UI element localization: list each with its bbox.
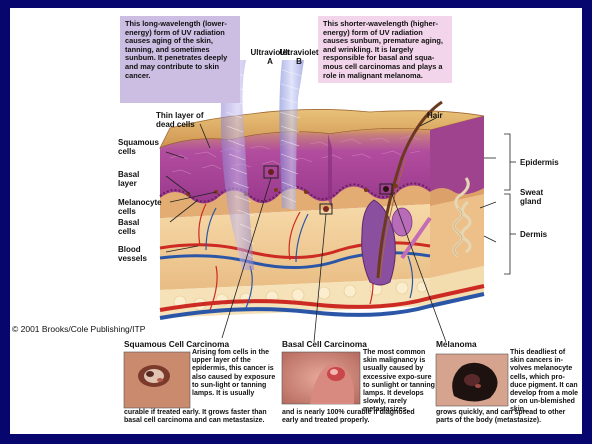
diagram-frame: This long-wavelength (lower-energy) form… bbox=[10, 8, 582, 434]
uva-callout: This long-wavelength (lower-energy) form… bbox=[120, 16, 240, 103]
skin-cross-section-illustration bbox=[10, 8, 582, 434]
basal-title: Basal Cell Carcinoma bbox=[282, 339, 367, 349]
label-hair: Hair bbox=[427, 111, 443, 120]
squamous-title: Squamous Cell Carcinoma bbox=[124, 339, 229, 349]
basal-photo bbox=[282, 352, 360, 404]
label-epidermis: Epidermis bbox=[520, 158, 559, 167]
copyright: © 2001 Brooks/Cole Publishing/ITP bbox=[12, 324, 145, 334]
melanoma-photo bbox=[436, 354, 508, 406]
basal-side-text: The most common skin malignancy is usual… bbox=[363, 349, 435, 415]
melanoma-title: Melanoma bbox=[436, 339, 477, 349]
squamous-photo bbox=[124, 352, 190, 408]
label-dermis: Dermis bbox=[520, 230, 547, 239]
basal-bottom-text: and is nearly 100% curable if diagnosed … bbox=[282, 409, 432, 425]
melanoma-bottom-text: grows quickly, and can spread to other p… bbox=[436, 409, 580, 425]
squamous-side-text: Arising fom cells in the upper layer of … bbox=[192, 349, 276, 398]
squamous-bottom-text: curable if treated early. It grows faste… bbox=[124, 409, 282, 425]
melanoma-side-text: This deadliest of skin cancers in-volves… bbox=[510, 349, 580, 415]
uvb-callout: This shorter-wavelength (higher-energy) … bbox=[318, 16, 452, 83]
